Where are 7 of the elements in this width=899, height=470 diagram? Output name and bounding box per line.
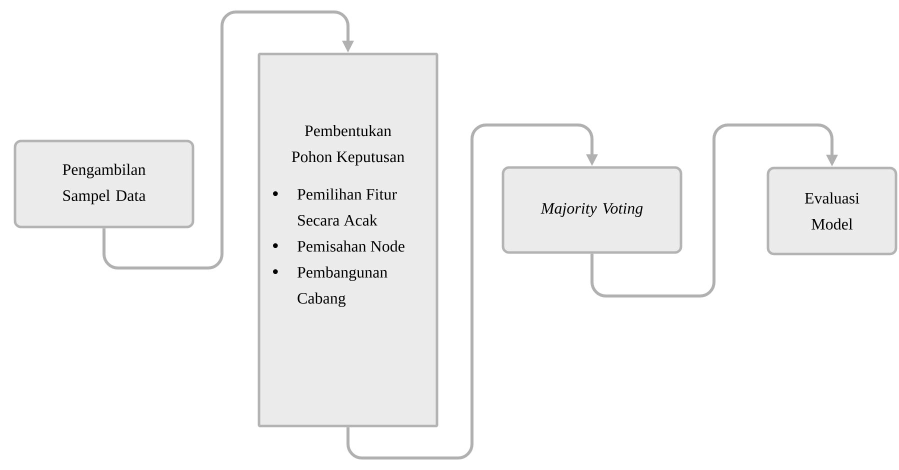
process-box: Pengambilan Sampel Data [14,140,194,228]
process-box: Majority Voting [502,166,682,254]
arrow [102,10,354,270]
arrow [590,124,838,298]
arrow [346,124,598,460]
process-box: Pembentukan Pohon Keputusan Pemilihan Fitur Secara Acak Pemisahan Node Pembangunan Cabang [258,52,438,428]
process-box: Evaluasi Model [766,166,898,256]
